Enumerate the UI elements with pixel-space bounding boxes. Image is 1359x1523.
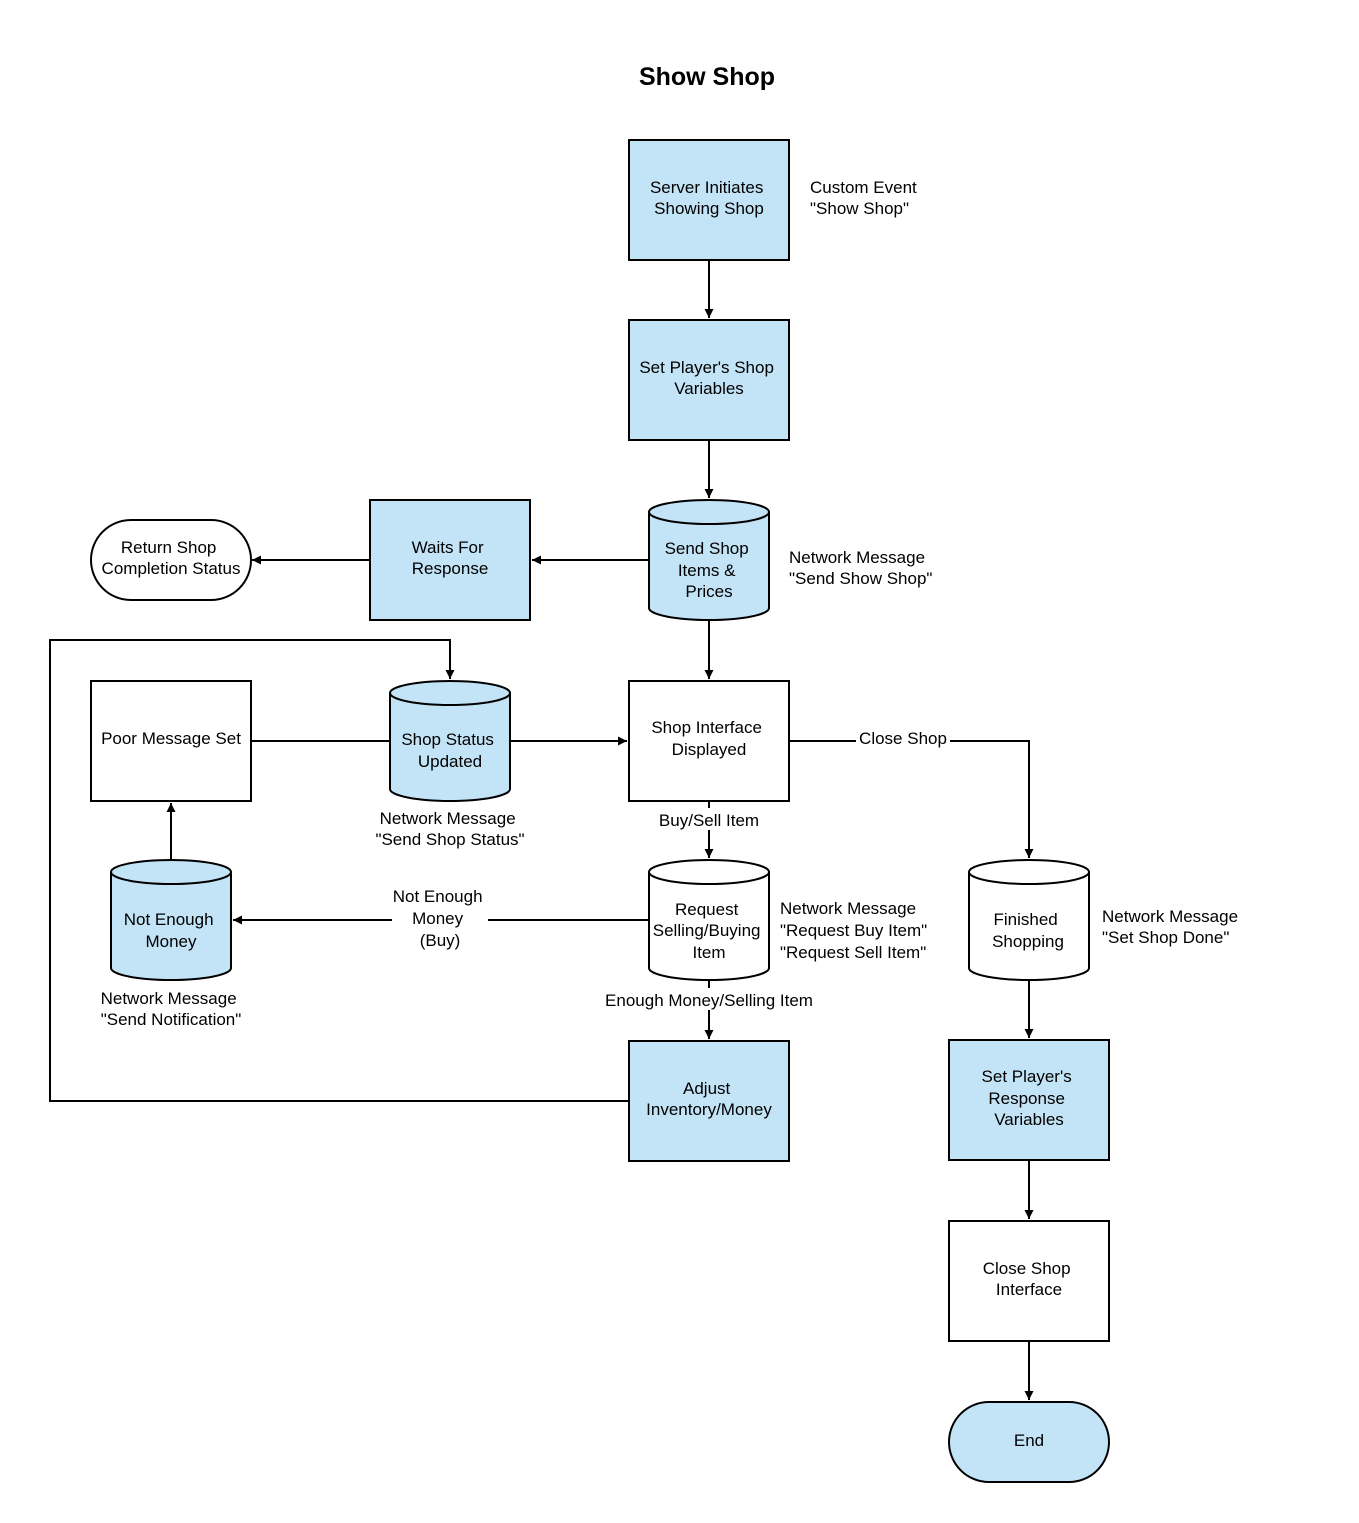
node-end: End [948,1401,1110,1483]
annotation-send-shop-status: Network Message "Send Shop Status" [375,809,524,849]
edge-label-enough-money: Enough Money/Selling Item [605,991,813,1010]
svg-text:Poor Message Set: Poor Message Set [101,729,241,748]
node-set-response-variables: Set Player's Response Variables [948,1039,1110,1161]
annotation-set-shop-done: Network Message "Set Shop Done" [1102,907,1243,947]
svg-text:Adjust Inventory/Money: Adjust Inventory/Money [646,1079,772,1119]
edge-label-bg [856,728,950,750]
annotation-request-items: Network Message "Request Buy Item" "Requ… [780,899,932,962]
edge-label-bg [598,988,820,1010]
edge-label-close-shop: Close Shop [859,729,947,748]
svg-text:Set Player's Shop Variab: Set Player's Shop Variables [639,358,778,398]
node-poor-message-set: Poor Message Set [90,680,252,802]
svg-text:Finished Shopping: Finished Shopping [992,910,1064,951]
svg-text:Request Selling/Buying: Request Selling/Buying Item [653,900,765,962]
svg-text:Set Player's Response: Set Player's Response Variables [982,1067,1077,1129]
svg-text:Shop Interface Displayed: Shop Interface Displayed [651,718,766,759]
svg-text:Server Initiates Showing: Server Initiates Showing Shop [650,178,768,218]
node-shop-interface-displayed: Shop Interface Displayed [628,680,790,802]
svg-text:End: End [1014,1431,1044,1450]
node-shop-status-updated: Shop Status Updated [389,680,511,802]
edge-interface-to-finished [789,740,1034,858]
node-finished-shopping: Finished Shopping [968,859,1090,981]
svg-text:Send Shop Items &: Send Shop Items & Prices [665,539,754,601]
edge-label-buy-sell: Buy/Sell Item [659,811,759,830]
svg-text:Return Shop Completion S: Return Shop Completion Status [102,538,241,578]
edge-label-bg [392,884,488,950]
node-set-shop-variables: Set Player's Shop Variables [628,319,790,441]
diagram-title: Show Shop [639,63,775,91]
svg-text:Not Enough Money: Not Enough Money [124,910,219,951]
node-server-initiates: Server Initiates Showing Shop [628,139,790,261]
annotation-send-show-shop: Network Message "Send Show Shop" [789,548,932,588]
svg-text:Close Shop Interface: Close Shop Interface [983,1259,1076,1299]
annotation-send-notification: Network Message "Send Notification" [101,989,242,1029]
node-request-selling-buying: Request Selling/Buying Item [648,859,770,981]
edge-label-not-enough: Not Enough Money (Buy) [393,887,488,950]
node-adjust-inventory-money: Adjust Inventory/Money [628,1040,790,1162]
svg-text:Waits For Response: Waits For Response [412,538,489,578]
node-send-shop-items: Send Shop Items & Prices [648,499,770,621]
node-not-enough-money: Not Enough Money [110,859,232,981]
node-return-shop-status: Return Shop Completion Status [90,519,252,601]
node-close-shop-interface: Close Shop Interface [948,1220,1110,1342]
svg-text:Shop Status Updated: Shop Status Updated [401,730,498,771]
annotation-custom-event: Custom Event "Show Shop" [810,178,922,218]
edge-adjust-loop-to-status [49,639,629,1102]
edge-label-bg [652,808,766,830]
node-waits-for-response: Waits For Response [369,499,531,621]
